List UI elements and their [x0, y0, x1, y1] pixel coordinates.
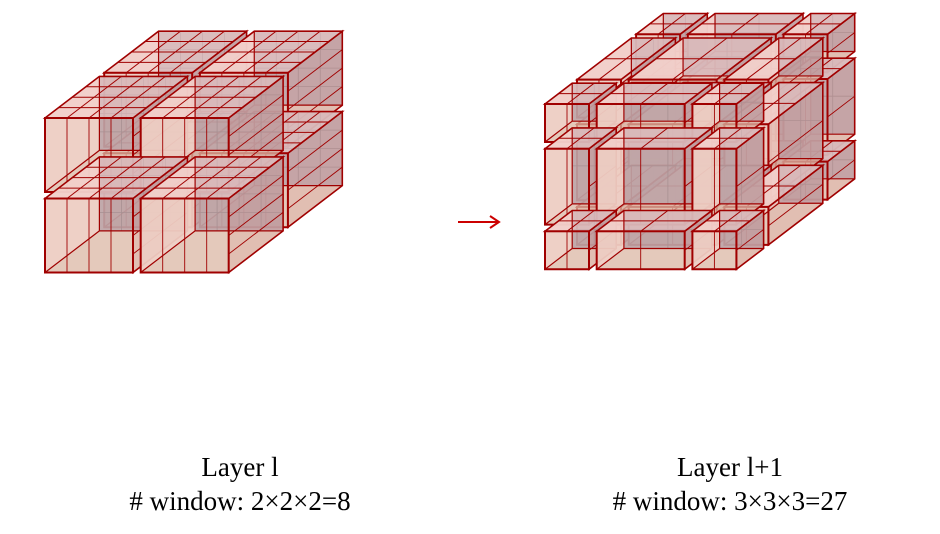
right-layer-label: Layer l+1 — [677, 452, 783, 482]
right-caption: Layer l+1 # window: 3×3×3=27 — [530, 450, 930, 518]
right-window-count: # window: 3×3×3=27 — [612, 486, 848, 516]
left-layer-label: Layer l — [201, 452, 279, 482]
right-window-2-2-0 — [690, 208, 766, 271]
window-left-face — [545, 127, 573, 225]
left-window-1-1-0 — [138, 155, 286, 275]
window-bottom-face — [596, 248, 712, 270]
right-window-1-2-0 — [594, 208, 715, 271]
left-caption: Layer l # window: 2×2×2=8 — [40, 450, 440, 518]
window-left-face — [596, 127, 624, 225]
layer-l-plus-1-window-partition — [542, 11, 858, 271]
arrow-head — [489, 215, 501, 229]
left-window-count: # window: 2×2×2=8 — [129, 486, 351, 516]
transition-arrow — [458, 215, 501, 229]
window-left-face — [692, 127, 720, 225]
layer-l-window-partition — [42, 29, 345, 275]
